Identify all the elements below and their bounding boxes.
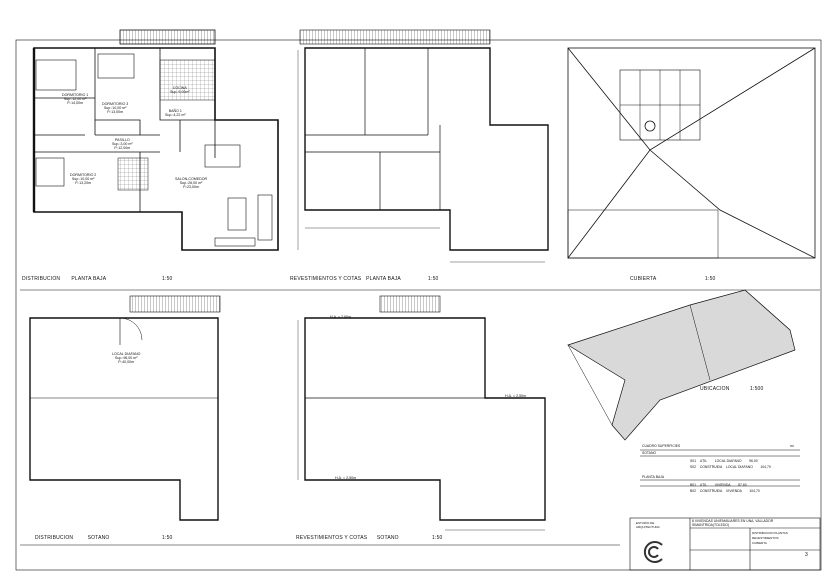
caption-3: CUBIERTA xyxy=(630,276,657,282)
room-label-salon: SALON-COMEDOR Sup.:26,00 m² P.:23,00m xyxy=(175,177,208,189)
room-label-bano1: BAÑO 1 Sup.:4,22 m² xyxy=(165,109,186,117)
caption-6-scale: 1:500 xyxy=(750,386,764,392)
room-label-d2: DORMITORIO 2 Sup.:10,00 m² P.:13,20m xyxy=(70,173,97,185)
superficies-section-planta: PLANTA BAJA xyxy=(642,475,665,479)
company-logo-icon xyxy=(643,541,663,563)
caption-4-scale: 1:50 xyxy=(162,535,173,541)
caption-2: REVESTIMIENTOS Y COTAS PLANTA BAJA xyxy=(290,276,401,282)
superficies-row: B02 CONSTRUIDA VIVIENDA 104,70 xyxy=(690,489,760,493)
cartela-number: 3 xyxy=(805,552,808,558)
caption-4: DISTRIBUCION SOTANO xyxy=(35,535,110,541)
cartela-row-1: REVESTIMIENTOS xyxy=(752,536,779,540)
plan-sotano xyxy=(29,295,221,521)
cartela-project: 8 VIVIENDAS UNIFAMILIARES EN UNA, VALLAD… xyxy=(692,519,774,527)
superficies-row: S02 CONSTRUIDA LOCAL DIAFANO 104,70 xyxy=(690,465,771,469)
room-label-d3: DORMITORIO 3 Sup.:10,00 m² P.:13,00m xyxy=(102,102,129,114)
cota-ha1: H.A. = 2,60m xyxy=(330,315,352,319)
caption-5-scale: 1:50 xyxy=(432,535,443,541)
superficies-table xyxy=(640,449,800,487)
room-label-cocina: COCINA Sup.:9,00m² xyxy=(170,86,190,94)
caption-1-scale: 1:50 xyxy=(162,276,173,282)
cartela-row-2: CUBIERTA xyxy=(752,541,767,545)
cartela xyxy=(629,517,821,571)
plan-rev-planta-baja xyxy=(297,29,549,263)
superficies-row: B01 UTIL VIVIENDA 87,60 xyxy=(690,483,747,487)
cartela-row-0: DISTRIBUCION PLANTAS xyxy=(752,531,788,535)
plan-ubicacion xyxy=(567,289,796,441)
superficies-header: CUADRO SUPERFICIES xyxy=(642,444,681,448)
cartela-left-0: ESTUDIO DE xyxy=(636,521,655,525)
superficies-row: S01 UTIL LOCAL DIAFANO 96,00 xyxy=(690,459,758,463)
caption-1: DISTRIBUCION PLANTA BAJA xyxy=(22,276,107,282)
room-label-pasillo: PASILLO Sup.:3,00 m² P.:12,00m xyxy=(112,138,133,150)
caption-5: REVESTIMIENTOS Y COTAS SOTANO xyxy=(296,535,399,541)
room-label-local: LOCAL DIAFANO Sup.:96,00 m² P.:40,00m xyxy=(112,352,141,364)
caption-3-scale: 1:50 xyxy=(705,276,716,282)
plan-planta-baja xyxy=(32,29,279,251)
superficies-section-sotano: SOTANO xyxy=(642,451,657,455)
plan-cubierta xyxy=(567,47,816,259)
superficies-unit: m² xyxy=(790,444,794,448)
room-label-d1: DORMITORIO 1 Sup.:12,00 m² P.:14,00m xyxy=(62,93,89,105)
cartela-left-1: ARQUITECTURA xyxy=(636,525,660,529)
caption-2-scale: 1:50 xyxy=(428,276,439,282)
cota-ha3: H.A. = 2,50m xyxy=(335,476,357,480)
cota-ha2: H.A. = 2,50m xyxy=(505,394,527,398)
caption-6: UBICACION xyxy=(700,386,730,392)
plan-rev-sotano xyxy=(297,295,546,531)
